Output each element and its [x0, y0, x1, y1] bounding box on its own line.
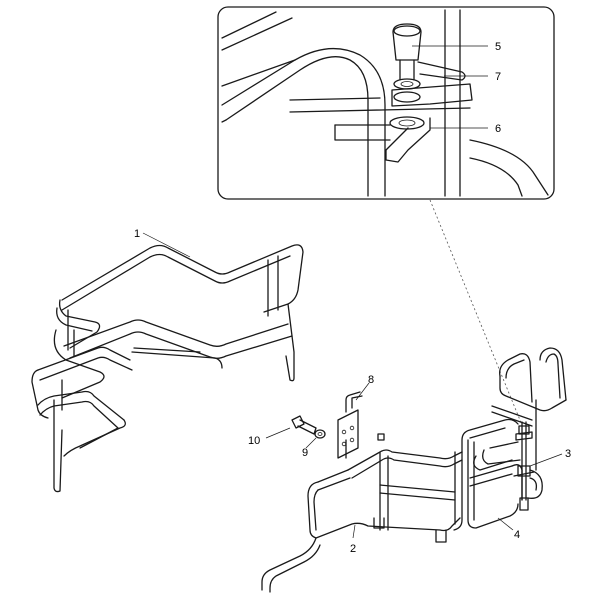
- bolt-part-10: [291, 415, 317, 435]
- leader-10: [265, 427, 291, 439]
- latch-assembly-part-3: [513, 421, 535, 501]
- leader-2: [352, 524, 356, 539]
- callout-1: 1: [134, 228, 140, 240]
- leader-8: [355, 382, 370, 401]
- leader-3: [529, 453, 563, 467]
- guard-rail-part-4: [461, 347, 567, 529]
- callout-9: 9: [302, 447, 308, 459]
- detail-projection-line: [429, 199, 523, 426]
- inset-pin-assembly: [385, 23, 473, 163]
- detail-inset-frame: [217, 6, 555, 200]
- callout-2: 2: [350, 543, 356, 555]
- bracket-plate-part-8: [337, 391, 363, 459]
- callout-7: 7: [495, 71, 501, 83]
- leader-9: [305, 437, 317, 449]
- detail-inset: [217, 6, 555, 200]
- leader-1: [142, 232, 191, 258]
- guard-rail-part-1: [31, 244, 304, 493]
- callout-8: 8: [368, 374, 374, 386]
- leader-4: [497, 517, 514, 531]
- callout-5: 5: [495, 41, 501, 53]
- callout-10: 10: [248, 435, 260, 447]
- callout-6: 6: [495, 123, 501, 135]
- guard-rail-part-2: [261, 433, 463, 593]
- washer-part-9: [314, 429, 326, 439]
- callout-4: 4: [514, 529, 520, 541]
- callout-3: 3: [565, 448, 571, 460]
